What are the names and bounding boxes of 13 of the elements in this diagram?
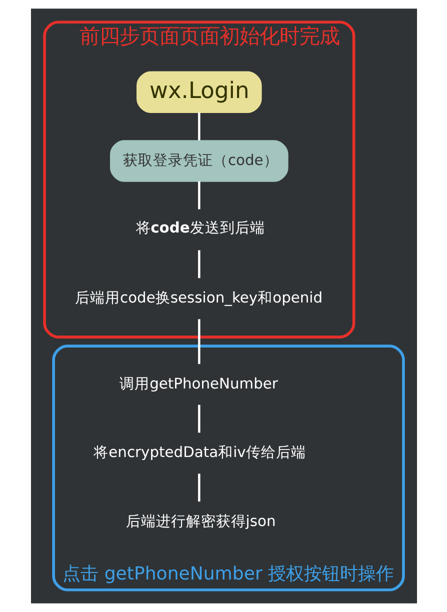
node-text: 调用getPhoneNumber bbox=[119, 375, 278, 392]
node-box: wx.Login bbox=[136, 71, 262, 113]
connector bbox=[198, 319, 200, 364]
node-text: 后端用code换session_key和openid bbox=[74, 290, 322, 306]
connector bbox=[198, 250, 200, 278]
node-text: 将code发送到后端 bbox=[135, 220, 265, 237]
connector bbox=[198, 404, 200, 433]
connector bbox=[198, 181, 200, 210]
node-box: 获取登录凭证（code） bbox=[110, 140, 288, 182]
node-text: 将encryptedData和iv传给后端 bbox=[93, 444, 306, 462]
connector bbox=[198, 112, 200, 140]
node-text: 后端进行解密获得json bbox=[125, 512, 276, 530]
connector bbox=[198, 474, 200, 502]
